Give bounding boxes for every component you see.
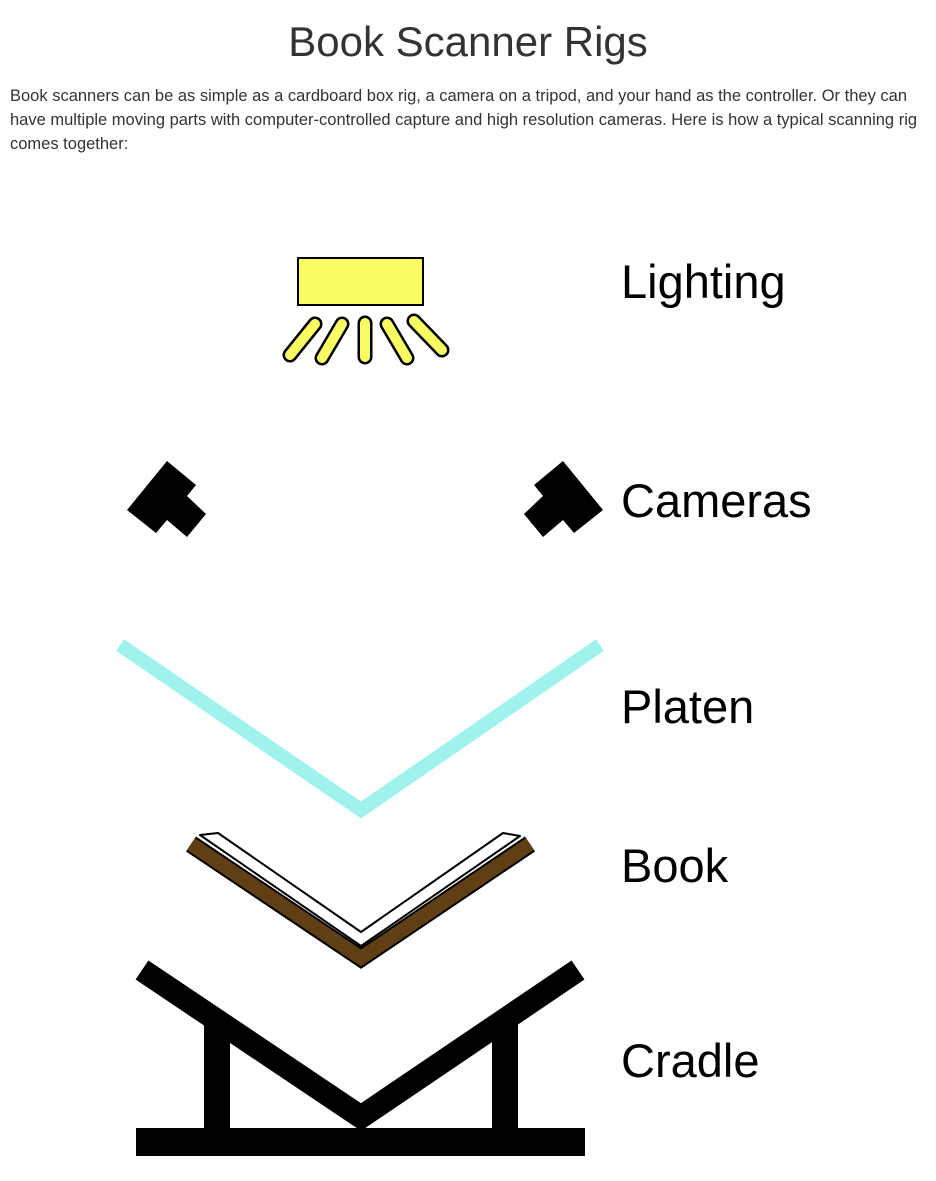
- label-cameras: Cameras: [621, 474, 812, 527]
- label-cradle: Cradle: [621, 1034, 759, 1087]
- platen-illustration: [116, 639, 604, 819]
- lighting-illustration: [282, 257, 450, 366]
- label-book: Book: [621, 839, 729, 892]
- camera-right-icon: [524, 461, 603, 537]
- label-lighting: Lighting: [621, 255, 786, 308]
- page-title: Book Scanner Rigs: [288, 18, 648, 65]
- camera-left-icon: [127, 461, 206, 537]
- label-platen: Platen: [621, 680, 754, 733]
- book-illustration: [185, 832, 536, 969]
- cradle-illustration: [135, 960, 585, 1156]
- intro-paragraph: Book scanners can be as simple as a card…: [10, 87, 918, 153]
